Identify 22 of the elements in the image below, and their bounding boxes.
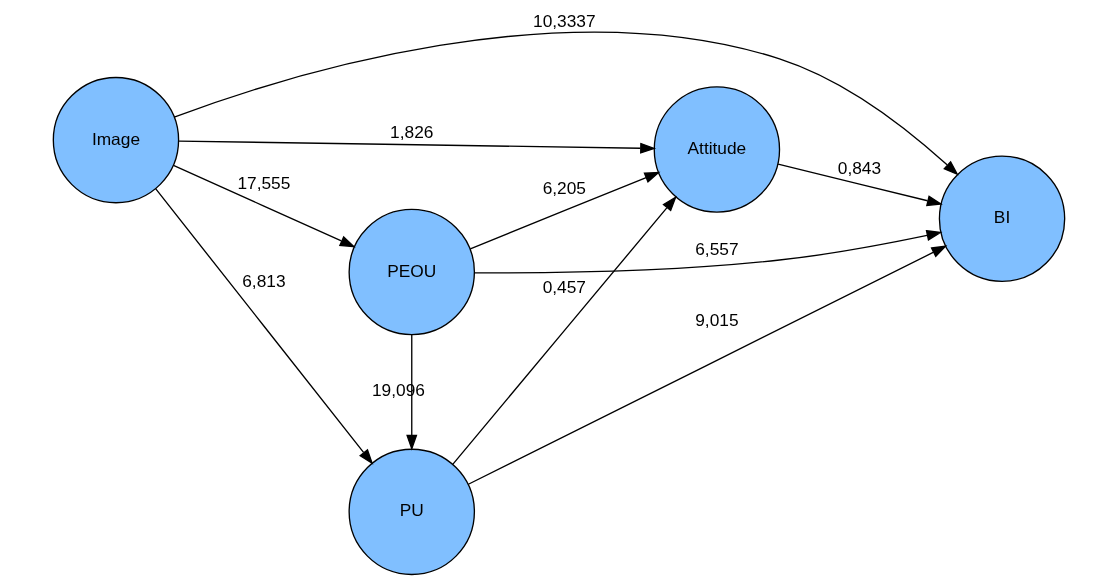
arrow bbox=[178, 140, 657, 154]
node-circle: PEOU bbox=[348, 208, 476, 336]
arrow bbox=[469, 171, 661, 250]
edge-label: 0,843 bbox=[837, 157, 882, 178]
arrow bbox=[172, 164, 356, 248]
arrow bbox=[452, 195, 677, 465]
edge-label: 6,205 bbox=[542, 177, 586, 198]
edge-label: 9,015 bbox=[695, 309, 739, 330]
arrow bbox=[474, 229, 943, 274]
node-circle: Image bbox=[52, 76, 180, 204]
arrow bbox=[777, 163, 943, 207]
arrow bbox=[154, 188, 374, 465]
node-circle: BI bbox=[938, 155, 1066, 282]
edge-label: 0,457 bbox=[542, 276, 586, 297]
arrow bbox=[406, 334, 418, 451]
edge-label: 1,826 bbox=[390, 121, 434, 142]
edge-label: 17,555 bbox=[237, 172, 291, 193]
arrow bbox=[467, 245, 948, 485]
edge-label: 6,557 bbox=[695, 239, 739, 260]
edge-label: 6,813 bbox=[242, 271, 286, 292]
edge-label: 10,3337 bbox=[533, 11, 596, 32]
arrow bbox=[173, 31, 959, 176]
